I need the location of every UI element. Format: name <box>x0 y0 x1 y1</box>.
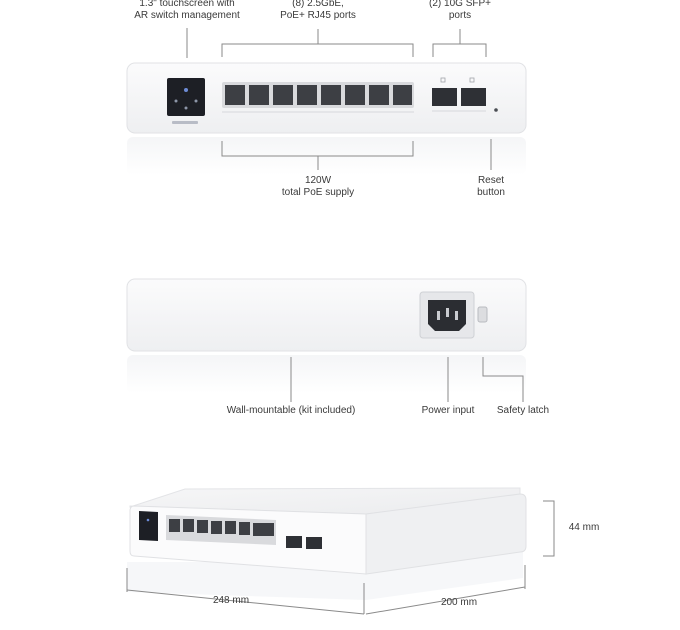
iso-right-face <box>365 493 527 575</box>
rj45-ports <box>222 82 414 113</box>
sfp-ports <box>432 77 486 112</box>
dim-height: 44 mm <box>568 522 600 533</box>
dim-width: 248 mm <box>212 595 250 606</box>
sfp-port <box>432 88 457 106</box>
reset-button[interactable] <box>494 108 498 112</box>
rj45-port <box>345 85 365 105</box>
touchscreen-dot-icon <box>184 88 188 92</box>
rj45-port <box>393 85 412 105</box>
rj45-port <box>249 85 269 105</box>
callout-poe-supply: 120W total PoE supply <box>281 175 355 198</box>
callout-reset-button: Reset button <box>477 175 505 198</box>
rear-view <box>126 278 527 402</box>
callout-power-input: Power input <box>421 405 475 416</box>
touchscreen[interactable] <box>167 78 205 116</box>
rj45-port <box>369 85 389 105</box>
callout-wall-mount: Wall-mountable (kit included) <box>226 405 356 416</box>
rj45-port <box>321 85 341 105</box>
dim-depth: 200 mm <box>440 597 478 608</box>
front-view <box>126 28 527 175</box>
callout-sfp-ports: (2) 10G SFP+ ports <box>429 0 491 21</box>
rj45-port <box>273 85 293 105</box>
brand-logo <box>172 121 198 124</box>
sfp-port <box>461 88 486 106</box>
rj45-port <box>297 85 317 105</box>
rj45-port <box>225 85 245 105</box>
iso-view <box>126 487 555 615</box>
safety-latch[interactable] <box>477 306 488 323</box>
callout-safety-latch: Safety latch <box>496 405 550 416</box>
callout-rj45-ports: (8) 2.5GbE, PoE+ RJ45 ports <box>280 0 356 21</box>
callout-touchscreen: 1.3" touchscreen with AR switch manageme… <box>134 0 240 21</box>
rear-device-reflection <box>127 355 526 393</box>
iso-touchscreen <box>139 511 158 541</box>
